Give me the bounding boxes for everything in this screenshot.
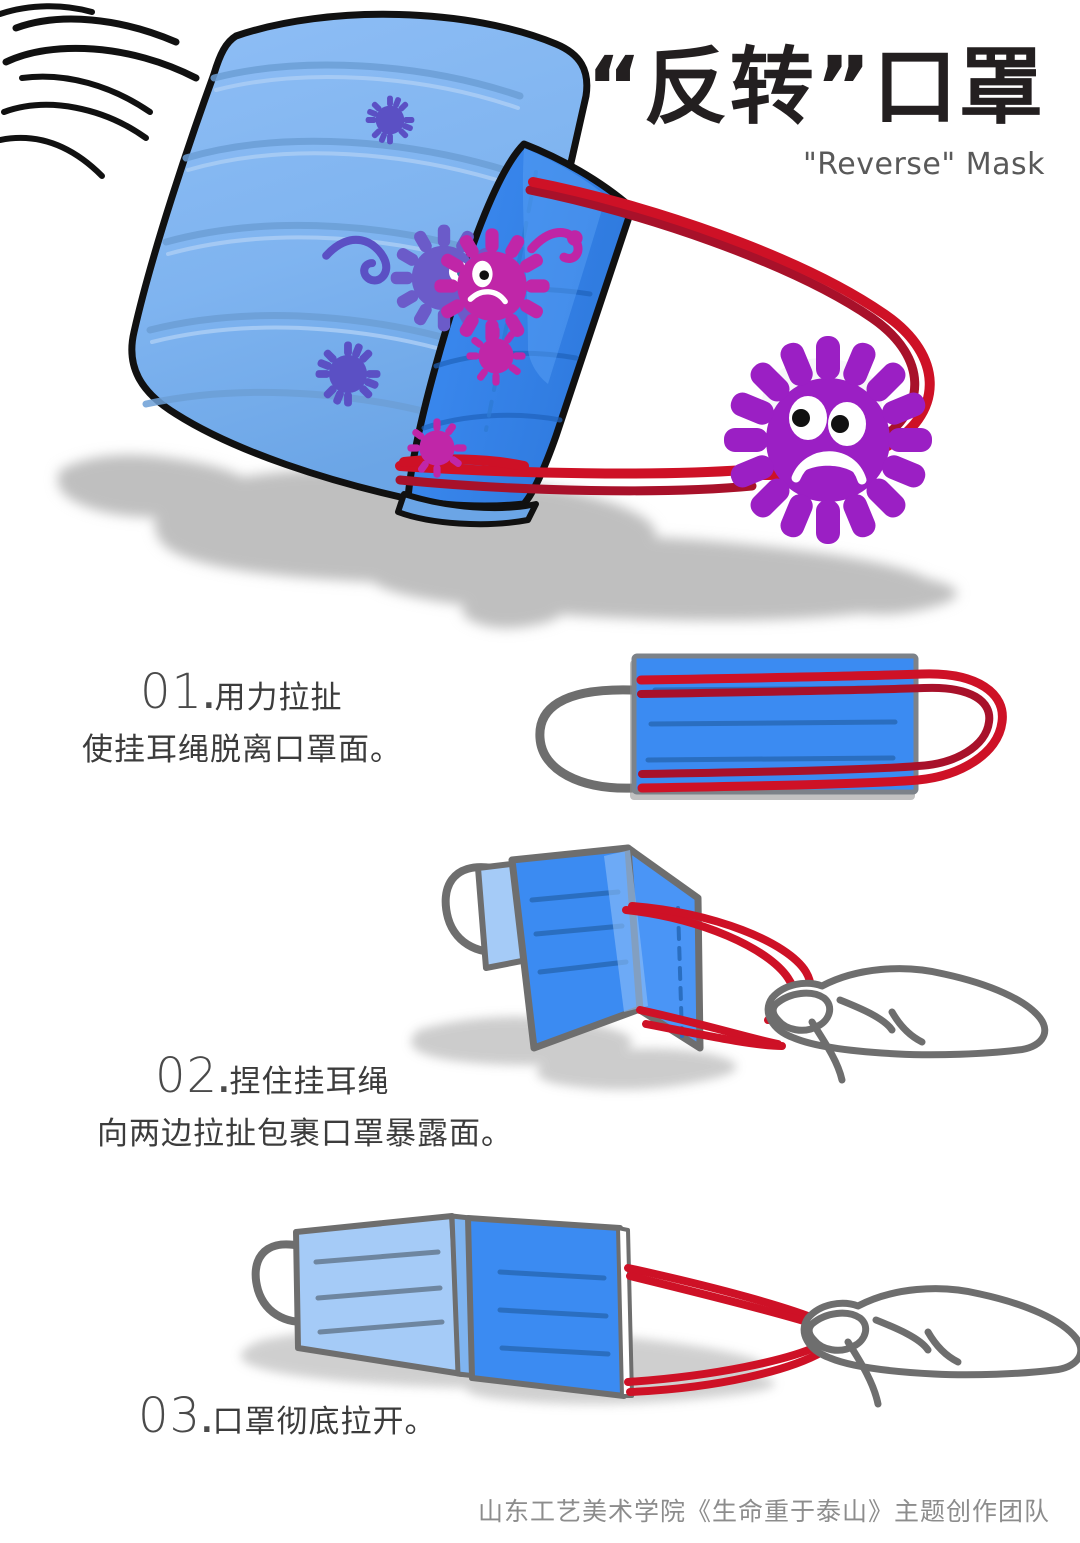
step-1-detail: 使挂耳绳脱离口罩面。 bbox=[82, 732, 402, 768]
step-3-dot: . bbox=[201, 1405, 213, 1440]
step-2-headline: 02.捏住挂耳绳 bbox=[155, 1052, 513, 1100]
virus-magenta-character bbox=[434, 228, 583, 344]
step-1-number: 01 bbox=[140, 664, 204, 720]
step-2-text: 02.捏住挂耳绳 向两边拉扯包裹口罩暴露面。 bbox=[97, 1052, 513, 1153]
virus-small-outer-2 bbox=[315, 341, 381, 407]
step-2-number: 02 bbox=[155, 1048, 219, 1104]
step-3-text: 03.口罩彻底拉开。 bbox=[138, 1392, 436, 1440]
virus-small-outer-1 bbox=[365, 95, 415, 145]
hand-pulling-loops bbox=[800, 1285, 1080, 1408]
step-1-dot: . bbox=[203, 681, 215, 716]
virus-small-inner-1 bbox=[466, 326, 526, 386]
step-1-head: 用力拉扯 bbox=[214, 680, 343, 716]
page-subtitle: "Reverse" Mask bbox=[803, 147, 1045, 182]
step-1-text: 01.用力拉扯 使挂耳绳脱离口罩面。 bbox=[82, 668, 402, 769]
step-3-headline: 03.口罩彻底拉开。 bbox=[138, 1392, 436, 1440]
step-3-head: 口罩彻底拉开。 bbox=[212, 1404, 437, 1440]
hand-pinching-loops bbox=[764, 965, 1049, 1084]
footer-credit: 山东工艺美术学院《生命重于泰山》主题创作团队 bbox=[477, 1497, 1050, 1526]
step-2-head: 捏住挂耳绳 bbox=[229, 1064, 390, 1100]
hero-mask-bottom-fold bbox=[395, 491, 539, 528]
title-block: “反转”口罩 "Reverse" Mask bbox=[545, 45, 1045, 182]
step-3-number: 03 bbox=[138, 1388, 202, 1444]
virus-large-sad-character bbox=[724, 336, 932, 544]
motion-lines bbox=[0, 3, 200, 179]
step-1-headline: 01.用力拉扯 bbox=[140, 668, 402, 716]
step-2-detail: 向两边拉扯包裹口罩暴露面。 bbox=[97, 1116, 513, 1152]
step-2-dot: . bbox=[218, 1065, 230, 1100]
virus-small-inner-2 bbox=[407, 418, 467, 478]
page-title: “反转”口罩 bbox=[586, 38, 1045, 136]
